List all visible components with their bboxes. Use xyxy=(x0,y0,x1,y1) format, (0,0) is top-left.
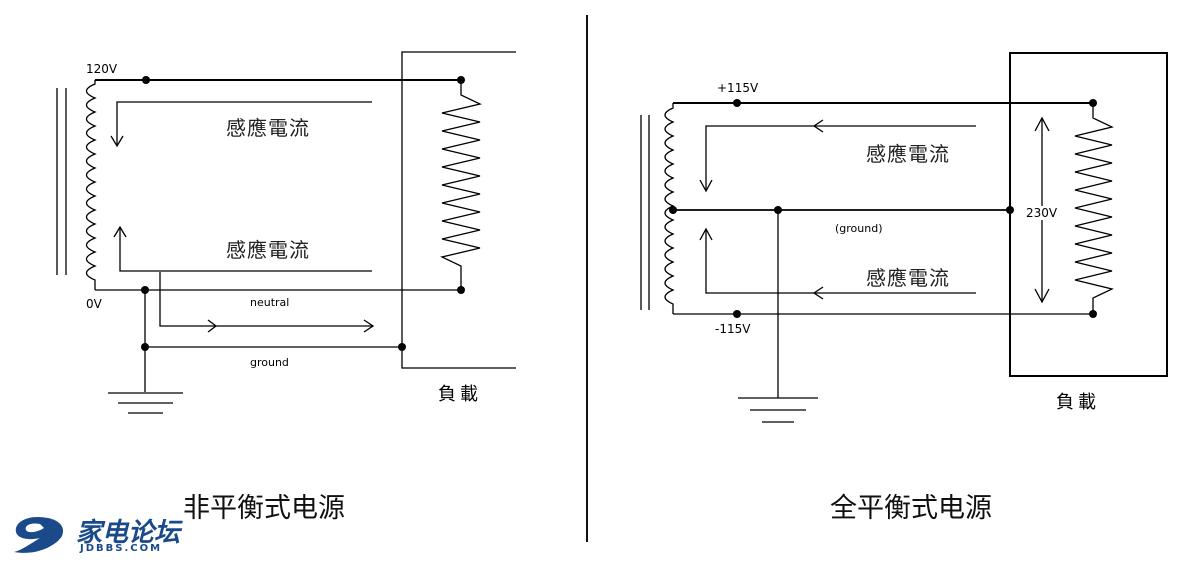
junction-dot xyxy=(141,343,149,351)
voltage-label-230v: 230V xyxy=(1026,206,1058,220)
junction-dot xyxy=(398,343,406,351)
voltage-label-minus115v: -115V xyxy=(715,322,751,336)
arrowhead xyxy=(699,227,713,241)
junction-dot xyxy=(141,286,149,294)
voltage-label-plus115v: +115V xyxy=(717,81,759,95)
site-logo-icon xyxy=(14,516,64,553)
junction-dot xyxy=(733,99,741,107)
arrowhead xyxy=(1034,288,1050,304)
transformer-coil xyxy=(85,80,97,290)
current-arrow-top xyxy=(705,125,976,190)
current-arrow-bottom xyxy=(705,230,976,294)
induced-current-label-bottom: 感應電流 xyxy=(866,266,950,290)
arrowhead xyxy=(1034,116,1050,132)
junction-dot xyxy=(457,76,465,84)
junction-dot xyxy=(1089,310,1097,318)
caption-balanced: 全平衡式电源 xyxy=(830,493,992,524)
arrowhead xyxy=(110,135,124,148)
current-arrow-top xyxy=(116,101,372,145)
junction-dot xyxy=(1089,99,1097,107)
arrowhead xyxy=(207,319,218,333)
induced-current-label-top: 感應電流 xyxy=(866,142,950,166)
junction-dot xyxy=(733,310,741,318)
ground-label: (ground) xyxy=(835,222,883,235)
induced-current-label-top: 感應電流 xyxy=(226,116,310,140)
load-label: 負載 xyxy=(438,384,482,405)
ground-label: ground xyxy=(250,356,289,369)
arrowhead xyxy=(812,286,824,300)
junction-dot xyxy=(669,206,677,214)
junction-dot xyxy=(142,76,150,84)
site-logo-url: JDBBS.COM xyxy=(80,543,163,554)
current-arrow-bottom xyxy=(119,228,372,272)
load-box xyxy=(1009,52,1168,377)
arrowhead xyxy=(812,119,824,133)
junction-dot xyxy=(457,286,465,294)
junction-dot xyxy=(1006,206,1014,214)
arrowhead xyxy=(113,225,127,238)
voltage-label-0v: 0V xyxy=(86,297,102,311)
unbalanced-diagram xyxy=(56,51,516,414)
balanced-diagram xyxy=(640,52,1168,423)
neutral-current-arrow xyxy=(159,272,372,327)
caption-unbalanced: 非平衡式电源 xyxy=(183,493,345,524)
neutral-label: neutral xyxy=(250,296,290,309)
site-logo-name: 家电论坛 xyxy=(76,518,181,548)
load-box xyxy=(401,51,516,369)
voltage-label-120v: 120V xyxy=(86,62,118,76)
junction-dot xyxy=(774,206,782,214)
arrowhead xyxy=(363,319,375,333)
load-resistor xyxy=(1074,103,1114,314)
arrowhead xyxy=(699,179,713,193)
load-resistor xyxy=(441,79,481,291)
load-label: 負載 xyxy=(1056,392,1100,413)
induced-current-label-bottom: 感應電流 xyxy=(226,238,310,262)
